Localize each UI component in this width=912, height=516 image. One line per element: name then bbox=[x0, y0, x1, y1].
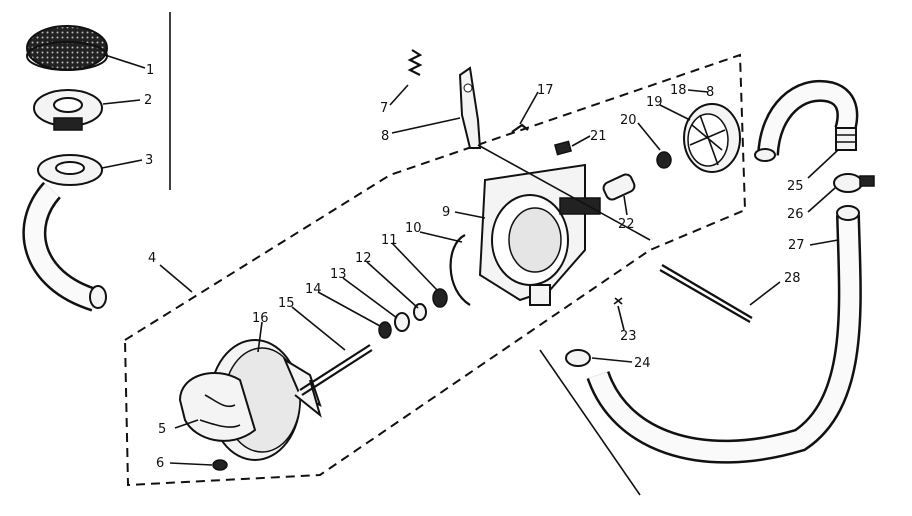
label-17: 17 bbox=[537, 83, 554, 98]
part-2-drain-cap bbox=[33, 89, 103, 131]
part-5-pump-housing bbox=[178, 339, 301, 461]
leader-lines bbox=[101, 54, 839, 466]
assembly-boundary bbox=[123, 53, 747, 487]
part-21-pin bbox=[554, 140, 572, 156]
label-20: 20 bbox=[620, 113, 637, 128]
label-14: 14 bbox=[305, 282, 322, 297]
part-labels: 1 2 3 4 5 6 7 8 9 10 11 12 13 14 15 16 1… bbox=[144, 63, 805, 471]
part-26-hose-clamp bbox=[833, 173, 875, 193]
part-10-snap-ring bbox=[449, 234, 471, 306]
parts-11-14-seals bbox=[378, 288, 448, 339]
label-25: 25 bbox=[787, 179, 804, 194]
label-21: 21 bbox=[590, 129, 607, 144]
label-26: 26 bbox=[787, 207, 804, 222]
part-1-strainer bbox=[26, 25, 108, 71]
part-27-outlet-hose bbox=[586, 205, 862, 464]
part-20-washer bbox=[656, 151, 672, 169]
part-7-spring bbox=[407, 49, 423, 76]
part-22-bushing bbox=[602, 173, 636, 201]
label-13: 13 bbox=[330, 267, 347, 282]
part-3-washer bbox=[37, 154, 103, 186]
part-23-screw bbox=[613, 297, 623, 305]
label-28: 28 bbox=[784, 271, 801, 286]
guide-line-lower bbox=[539, 349, 641, 496]
label-15: 15 bbox=[278, 296, 295, 311]
label-12: 12 bbox=[355, 251, 372, 266]
part-25-connector bbox=[835, 127, 857, 151]
label-4: 4 bbox=[148, 251, 156, 266]
label-3: 3 bbox=[145, 153, 153, 168]
label-19: 19 bbox=[646, 95, 663, 110]
part-17-clip bbox=[511, 123, 529, 133]
label-1: 1 bbox=[146, 63, 154, 78]
label-16: 16 bbox=[252, 311, 269, 326]
label-7: 7 bbox=[380, 101, 388, 116]
label-2: 2 bbox=[144, 93, 152, 108]
label-8-cam: 8 bbox=[706, 85, 714, 100]
part-6-screw bbox=[212, 459, 228, 471]
label-8-lever: 8 bbox=[381, 129, 389, 144]
part-9-mounting-bracket bbox=[478, 163, 601, 306]
label-6: 6 bbox=[156, 456, 164, 471]
part-4-hose-elbow bbox=[22, 181, 107, 312]
label-9: 9 bbox=[442, 205, 450, 220]
label-18: 18 bbox=[670, 83, 687, 98]
label-22: 22 bbox=[618, 217, 635, 232]
label-5: 5 bbox=[158, 422, 166, 437]
part-8-lever bbox=[458, 66, 651, 241]
label-24: 24 bbox=[634, 356, 651, 371]
label-27: 27 bbox=[788, 238, 805, 253]
part-28-rod bbox=[659, 264, 753, 323]
label-23: 23 bbox=[620, 329, 637, 344]
label-10: 10 bbox=[405, 221, 422, 236]
part-19-cam-wheel bbox=[683, 103, 741, 173]
upper-hose bbox=[754, 79, 859, 162]
label-11: 11 bbox=[381, 233, 398, 248]
part-15-impeller bbox=[282, 344, 373, 418]
part-24-clamp bbox=[565, 349, 591, 367]
